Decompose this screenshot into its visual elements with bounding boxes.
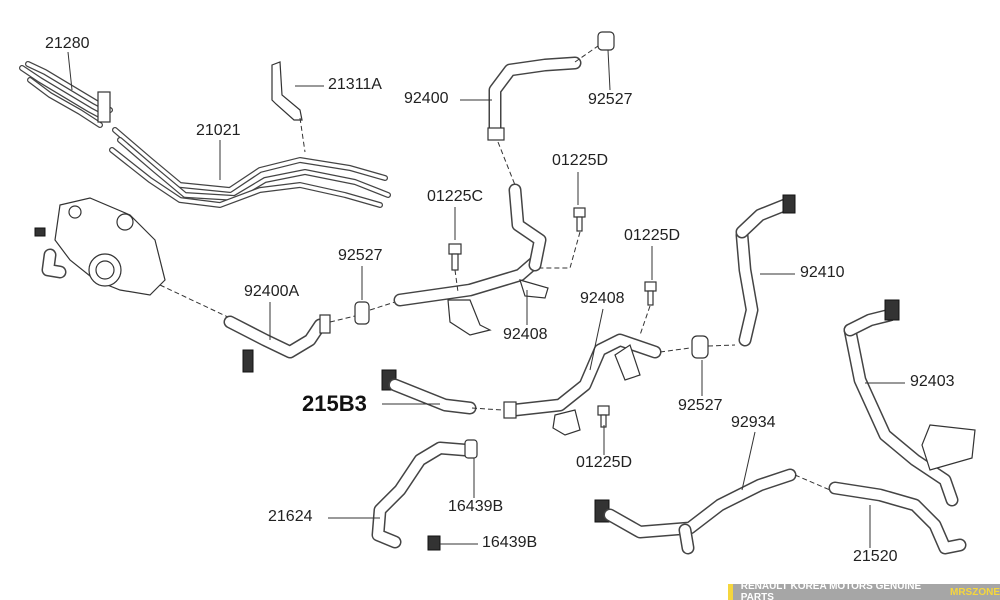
part-21311A-bracket [271, 61, 303, 121]
label-16439B-low: 16439B [482, 534, 538, 551]
label-01225D-top: 01225D [552, 152, 609, 169]
part-92527-clamp-mid [354, 301, 370, 325]
part-21520-hose [828, 481, 967, 555]
label-92408-right: 92408 [580, 290, 625, 307]
label-01225D-mid: 01225D [624, 227, 681, 244]
label-21280: 21280 [45, 35, 90, 52]
label-16439B-top: 16439B [448, 498, 504, 515]
label-92527-low: 92527 [678, 397, 723, 414]
label-92934: 92934 [731, 414, 776, 431]
label-21311A: 21311A [328, 76, 382, 93]
part-92408-pipe-right [503, 333, 662, 436]
label-01225D-low: 01225D [576, 454, 633, 471]
part-thermostat-housing [34, 197, 166, 296]
part-92527-clamp-top [597, 31, 615, 51]
part-92403-hose [843, 299, 976, 507]
label-21624: 21624 [268, 508, 313, 525]
part-21021-pipes [109, 127, 391, 208]
label-92527-top: 92527 [588, 91, 633, 108]
part-92527-clamp-low [691, 335, 709, 359]
part-92400-hose [487, 56, 582, 141]
leader-lines [67, 49, 905, 548]
part-92410-hose [735, 194, 796, 347]
bolt-01225D-low [597, 405, 610, 428]
part-92934-hose [594, 468, 797, 555]
part-21280-pipes [19, 61, 113, 128]
bolt-01225C [448, 243, 462, 271]
part-92408-pipe-left [393, 255, 549, 336]
part-92400A-hose [223, 314, 331, 373]
label-01225C: 01225C [427, 188, 484, 205]
bolt-01225D-mid [644, 281, 657, 306]
footer-brand: MRSZONE [950, 586, 1000, 598]
label-21520: 21520 [853, 548, 898, 565]
label-92403: 92403 [910, 373, 955, 390]
bolt-01225D-top [573, 207, 586, 232]
watermark-footer: RENAULT KOREA MOTORS GENUINE PARTS MRSZO… [728, 581, 1000, 600]
label-92400A: 92400A [244, 283, 300, 300]
footer-text: RENAULT KOREA MOTORS GENUINE PARTS [740, 581, 922, 600]
footer-accent-bar [728, 584, 733, 600]
part-215B3-hose [381, 369, 477, 415]
label-92408-left: 92408 [503, 326, 548, 343]
part-21624-hose [371, 439, 478, 551]
label-215B3: 215B3 [302, 391, 367, 416]
label-21021: 21021 [196, 122, 241, 139]
label-92400: 92400 [404, 90, 449, 107]
label-92527-mid: 92527 [338, 247, 383, 264]
label-92410: 92410 [800, 264, 845, 281]
